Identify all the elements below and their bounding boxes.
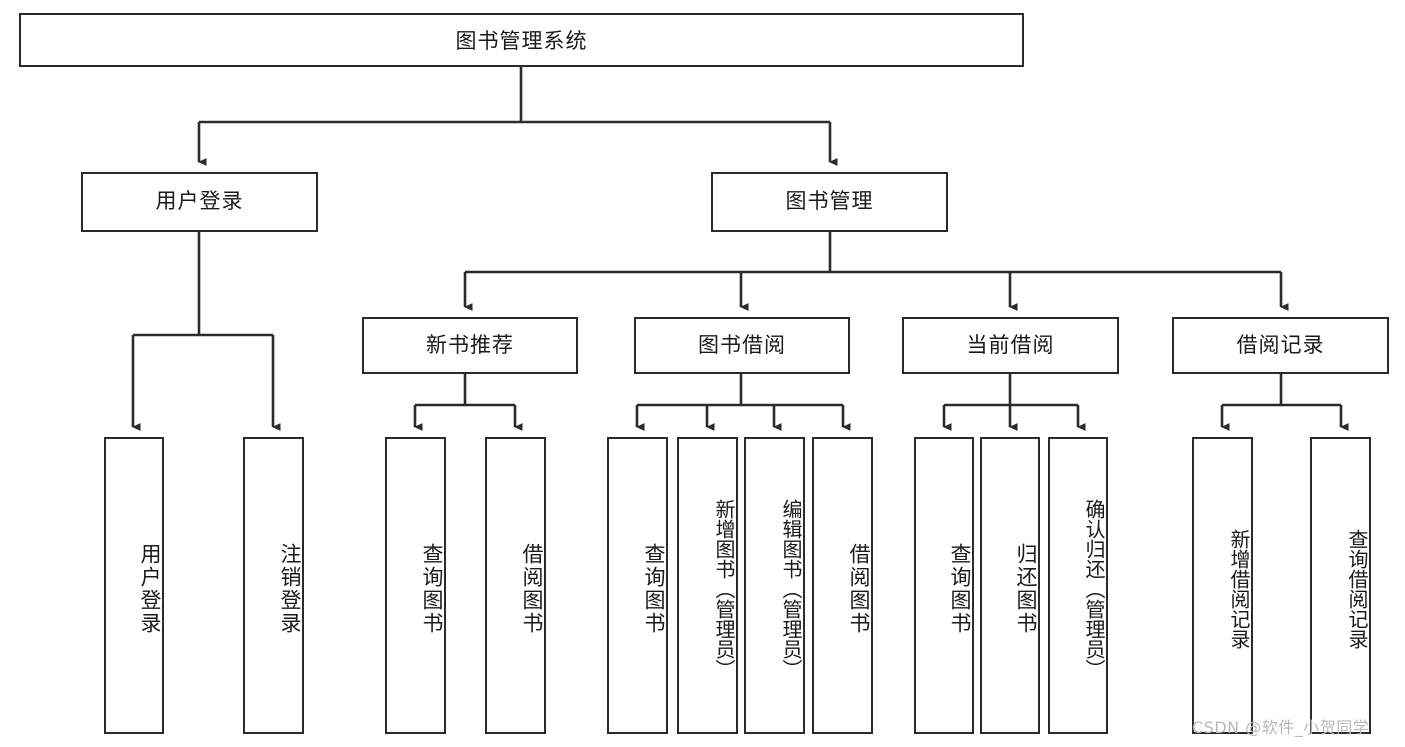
node-label: 图书管理 <box>785 189 874 214</box>
csdn-watermark: CSDN @软件_小贺同学 <box>1192 718 1370 737</box>
node-label: 编辑图书（管理员） <box>779 498 803 679</box>
node-book-manage[interactable]: 图书管理 <box>711 172 948 232</box>
node-label: 注销登录 <box>278 542 302 635</box>
node-label: 归还图书 <box>1014 542 1038 635</box>
node-label: 图书借阅 <box>698 332 786 357</box>
node-label: 查询图书 <box>642 542 666 635</box>
leaf-borrow-book-1[interactable]: 借阅图书 <box>485 437 546 734</box>
leaf-return-book[interactable]: 归还图书 <box>980 437 1040 734</box>
node-borrow-record[interactable]: 借阅记录 <box>1172 317 1389 374</box>
leaf-add-record[interactable]: 新增借阅记录 <box>1192 437 1253 734</box>
node-new-book-recommend[interactable]: 新书推荐 <box>362 317 578 374</box>
node-label: 确认归还（管理员） <box>1082 498 1106 679</box>
node-label: 用户登录 <box>155 189 244 214</box>
leaf-query-book-2[interactable]: 查询图书 <box>607 437 668 734</box>
node-root-system[interactable]: 图书管理系统 <box>19 13 1024 67</box>
node-label: 用户登录 <box>138 542 162 635</box>
leaf-add-book[interactable]: 新增图书（管理员） <box>677 437 738 734</box>
leaf-user-login[interactable]: 用户登录 <box>104 437 164 734</box>
node-label: 查询图书 <box>948 542 972 635</box>
leaf-edit-book[interactable]: 编辑图书（管理员） <box>744 437 805 734</box>
node-label: 当前借阅 <box>966 332 1055 357</box>
node-label: 借阅图书 <box>520 542 544 635</box>
leaf-query-record[interactable]: 查询借阅记录 <box>1310 437 1371 734</box>
node-label: 新增借阅记录 <box>1227 528 1251 649</box>
node-label: 图书管理系统 <box>455 29 588 53</box>
node-label: 借阅记录 <box>1236 332 1325 357</box>
leaf-query-book-3[interactable]: 查询图书 <box>914 437 974 734</box>
node-label: 新增图书（管理员） <box>712 498 736 679</box>
node-label: 借阅图书 <box>847 542 871 635</box>
leaf-logout-login[interactable]: 注销登录 <box>243 437 304 734</box>
node-label: 查询图书 <box>420 542 444 635</box>
node-label: 新书推荐 <box>426 332 514 357</box>
node-user-login[interactable]: 用户登录 <box>81 172 318 232</box>
leaf-query-book-1[interactable]: 查询图书 <box>385 437 446 734</box>
node-current-borrow[interactable]: 当前借阅 <box>902 317 1119 374</box>
node-label: 查询借阅记录 <box>1345 528 1369 649</box>
node-book-borrow[interactable]: 图书借阅 <box>634 317 850 374</box>
leaf-borrow-book-2[interactable]: 借阅图书 <box>812 437 873 734</box>
leaf-confirm-return[interactable]: 确认归还（管理员） <box>1048 437 1108 734</box>
